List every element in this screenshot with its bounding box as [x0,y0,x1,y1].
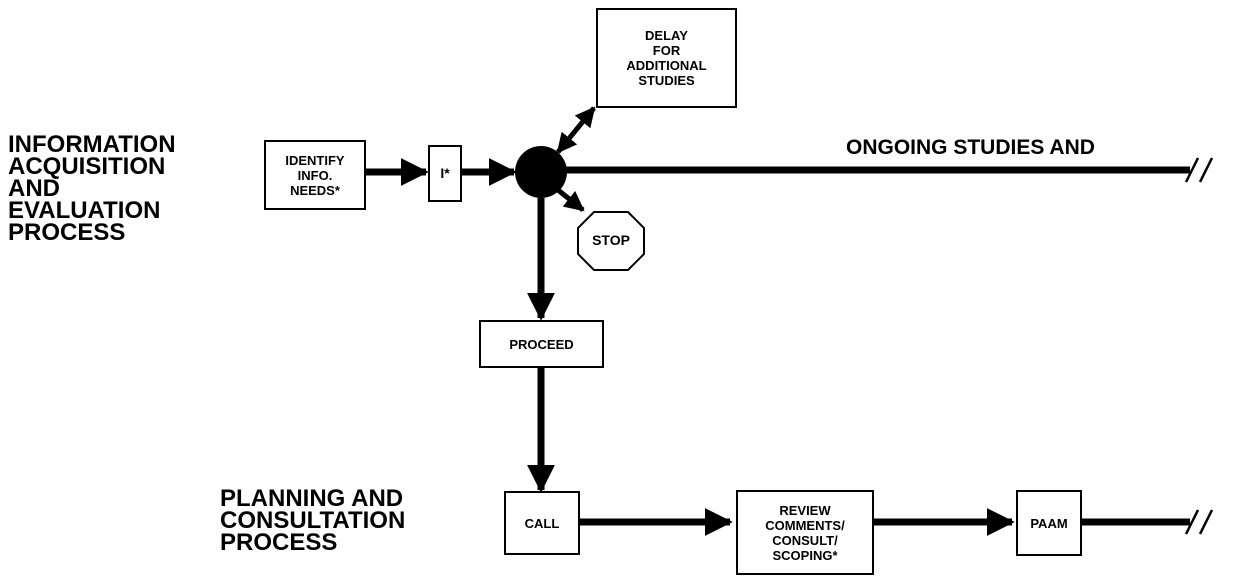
break-mark-top-2 [1198,157,1214,183]
lane-title-planning: PLANNING AND CONSULTATION PROCESS [220,485,406,556]
paam-box: PAAM [1016,490,1082,556]
break-mark-bottom-1 [1184,509,1200,535]
lane-title-info-acquisition: INFORMATION ACQUISITION AND EVALUATION P… [8,131,176,246]
identify-info-needs-box: IDENTIFY INFO. NEEDS* [264,140,366,210]
ongoing-studies-label: ONGOING STUDIES AND [846,136,1095,159]
break-mark-bottom-2 [1198,509,1214,535]
arrow-node-to-stop [556,188,585,212]
i-star-box: I* [428,145,462,202]
review-comments-box: REVIEW COMMENTS/ CONSULT/ SCOPING* [736,490,874,575]
decision-node [515,146,567,198]
stop-label: STOP [592,232,630,248]
break-mark-top-1 [1184,157,1200,183]
arrow-node-to-delay [556,106,596,154]
stop-sign [577,211,645,271]
proceed-box: PROCEED [479,320,604,368]
call-box: CALL [504,491,580,555]
delay-for-studies-box: DELAY FOR ADDITIONAL STUDIES [596,8,737,108]
